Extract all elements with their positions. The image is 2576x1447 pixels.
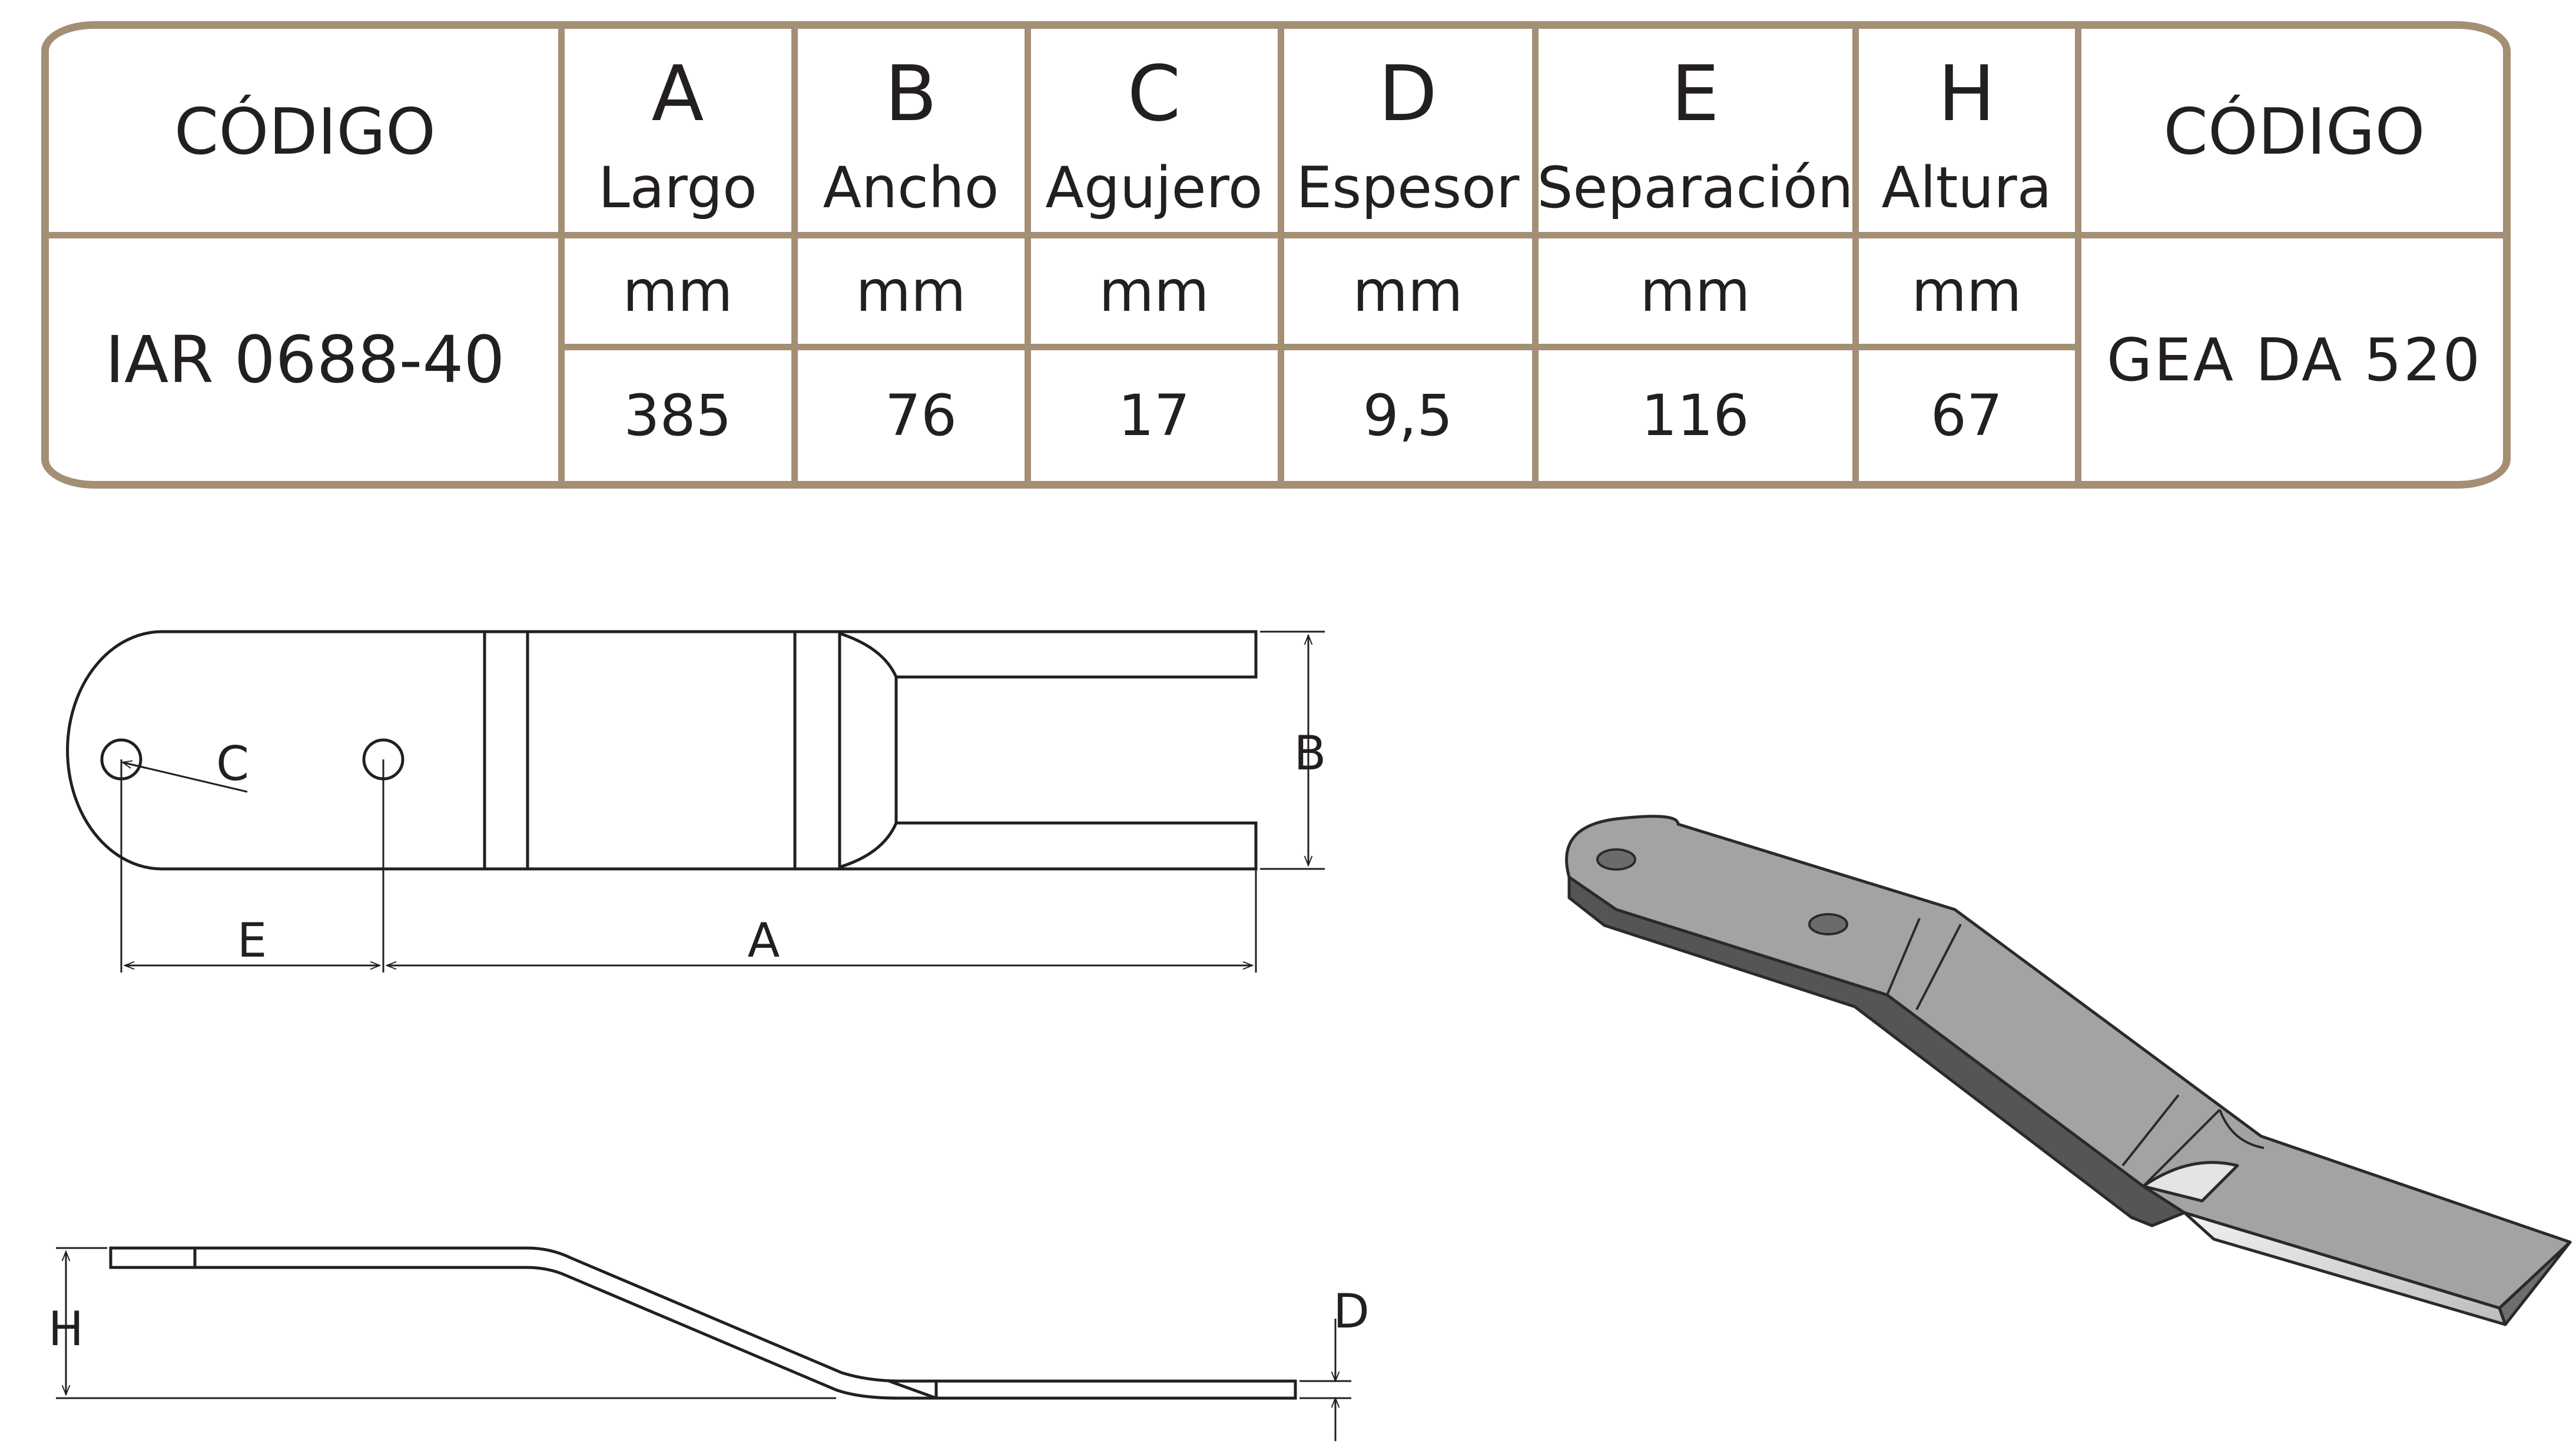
dimension-label-e: E [237, 913, 267, 968]
column-divider [1532, 29, 1539, 481]
column-letter-e: E [1670, 49, 1720, 138]
isometric-part-view [1565, 815, 2572, 1326]
column-name-espesor: Espesor [1296, 155, 1520, 221]
unit-h: mm [1911, 258, 2022, 324]
column-divider [1278, 29, 1284, 481]
column-name-largo: Largo [598, 155, 757, 221]
isometric-part-details [1596, 848, 2265, 1187]
row-divider [49, 232, 2503, 238]
unit-d: mm [1352, 258, 1463, 324]
top-view-dimensions [120, 630, 1325, 973]
value-c: 17 [1118, 383, 1191, 449]
column-divider [1025, 29, 1031, 481]
column-letter-h: H [1938, 49, 1995, 138]
value-a: 385 [624, 383, 732, 449]
column-divider [2075, 29, 2081, 481]
column-divider [1852, 29, 1859, 481]
column-name-separacion: Separación [1537, 155, 1854, 221]
side-view-dimensions [56, 1247, 1351, 1441]
column-letter-d: D [1378, 49, 1438, 138]
code-value-right: GEA DA 520 [2106, 325, 2482, 394]
specification-table: CÓDIGO CÓDIGO A B C D E H Largo Ancho Ag… [41, 21, 2511, 489]
dimension-label-h: H [48, 1302, 84, 1356]
value-e: 116 [1641, 383, 1749, 449]
column-letter-a: A [651, 49, 704, 138]
unit-b: mm [856, 258, 966, 324]
value-b: 76 [884, 383, 957, 449]
dimension-label-c: C [216, 736, 249, 791]
side-view-drawing [109, 1246, 1297, 1400]
value-h: 67 [1930, 383, 2003, 449]
column-name-agujero: Agujero [1045, 155, 1263, 221]
dimension-label-a: A [748, 913, 780, 968]
code-header-left: CÓDIGO [174, 95, 436, 169]
row-divider [561, 344, 2078, 350]
dimension-label-d: D [1333, 1284, 1370, 1339]
dimension-label-b: B [1294, 726, 1327, 781]
code-header-right: CÓDIGO [2163, 95, 2425, 169]
unit-a: mm [622, 258, 733, 324]
column-name-ancho: Ancho [823, 155, 999, 221]
column-divider [791, 29, 798, 481]
value-d: 9,5 [1362, 383, 1453, 449]
unit-e: mm [1640, 258, 1751, 324]
code-value-left: IAR 0688-40 [105, 322, 505, 397]
column-divider [558, 29, 565, 481]
unit-c: mm [1099, 258, 1209, 324]
column-name-altura: Altura [1881, 155, 2052, 221]
column-letter-b: B [884, 49, 937, 138]
column-letter-c: C [1127, 49, 1181, 138]
